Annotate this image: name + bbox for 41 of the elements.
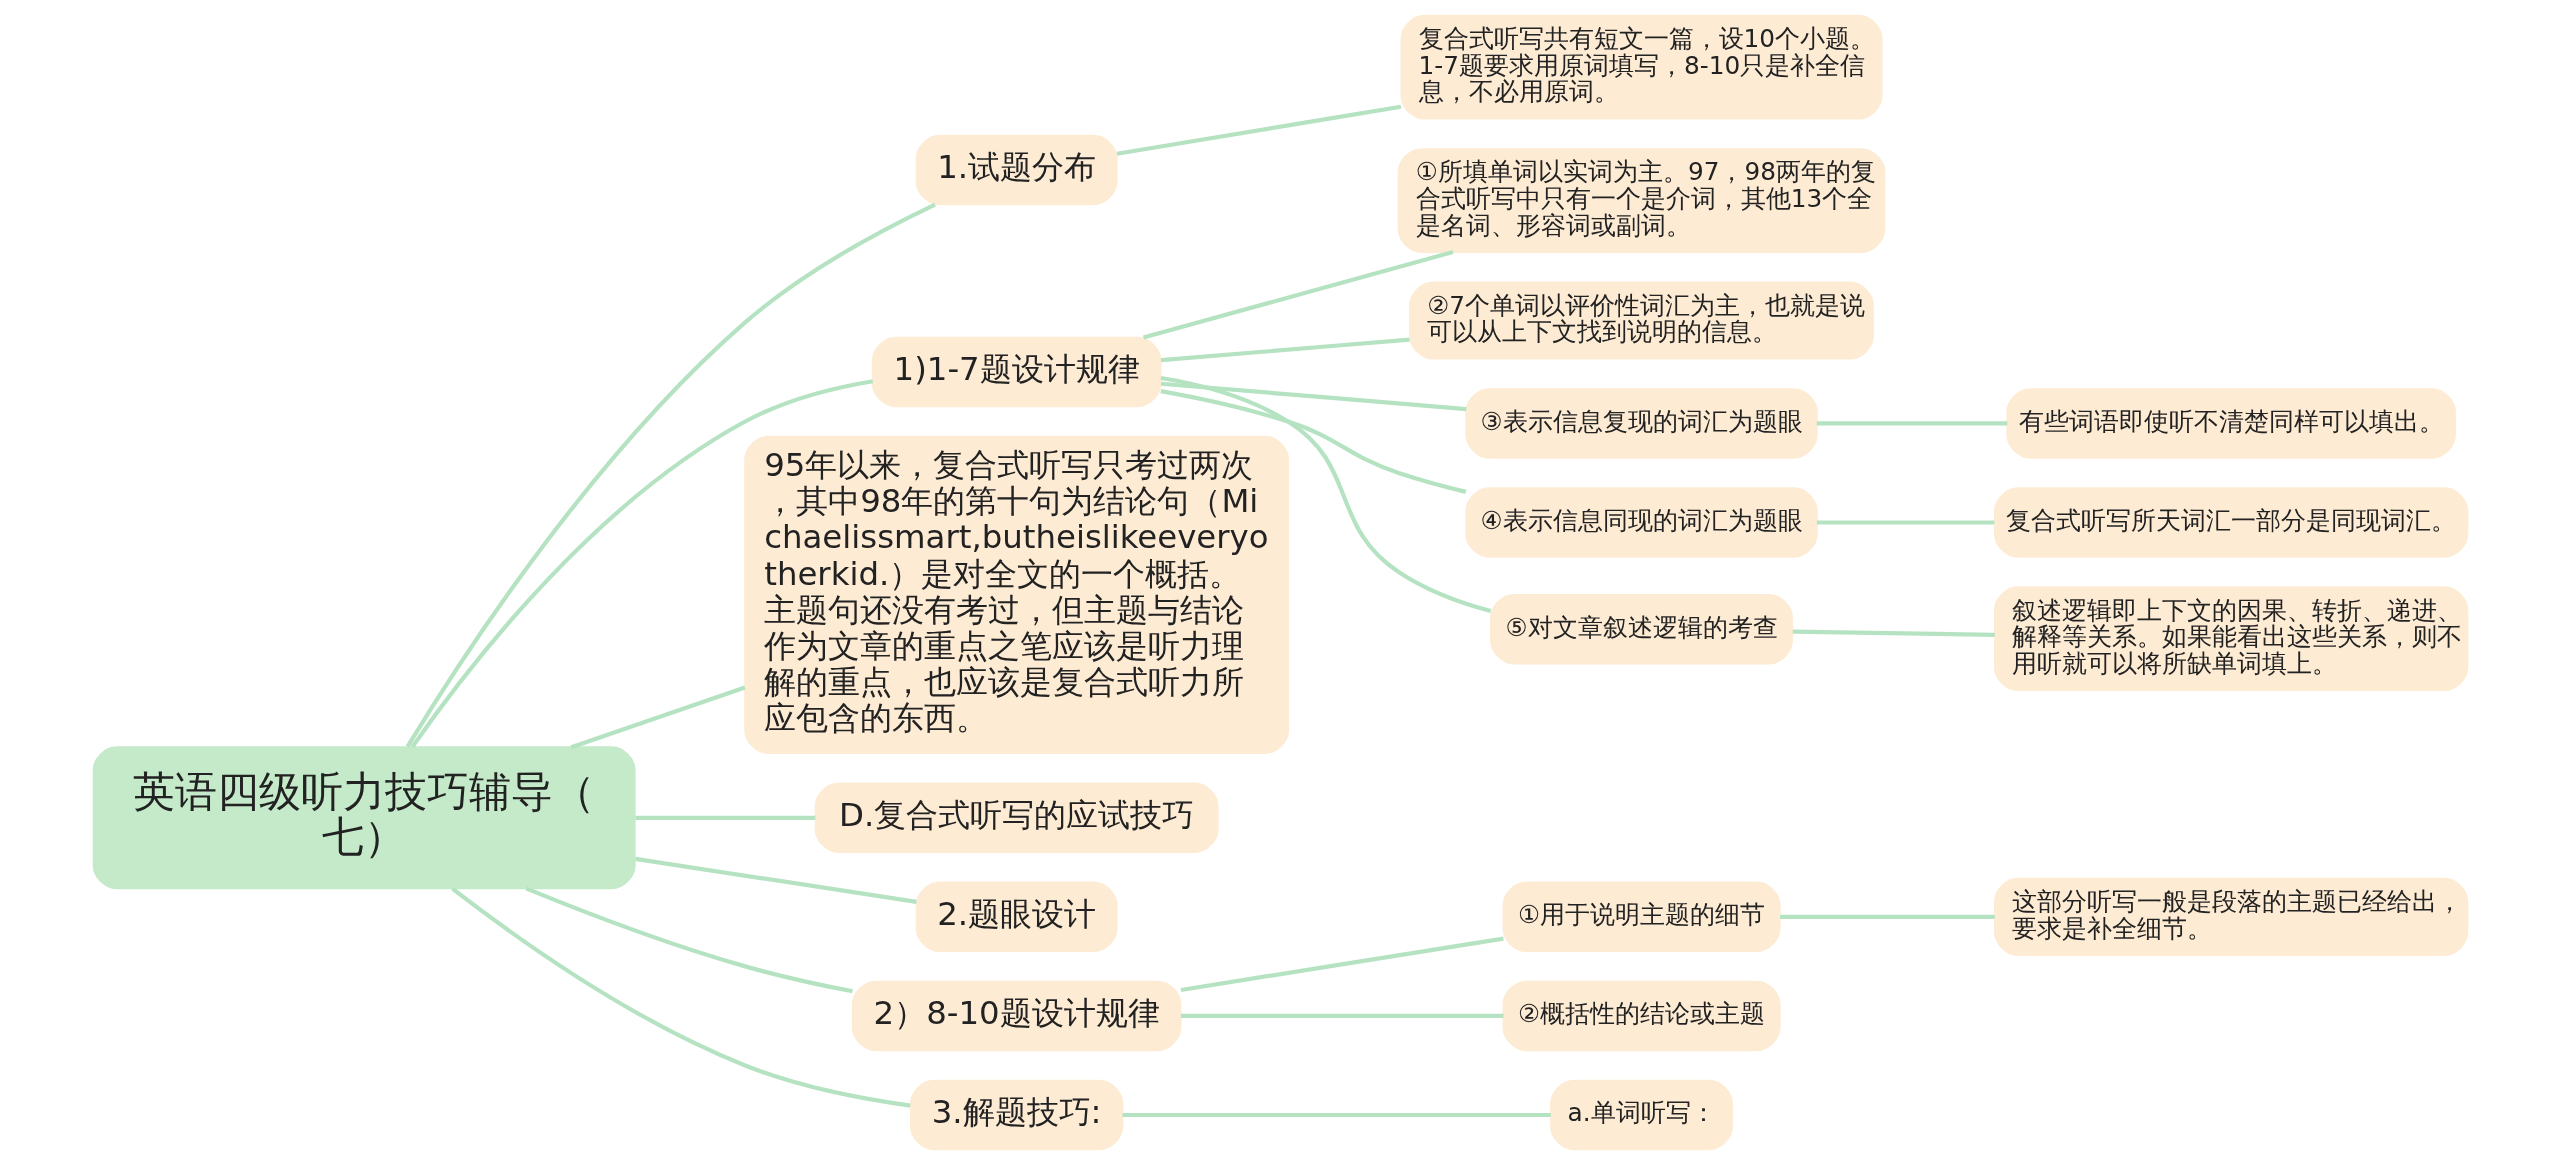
node-box: 复合式听写共有短文一篇，设10个小题。1-7题要求用原词填写，8-10只是补全信息，不必用原词。 <box>1400 14 1882 120</box>
connector <box>1116 104 1401 156</box>
node-box: 叙述逻辑即上下文的因果、转折、递进、解释等关系。如果能看出这些关系，则不用听就可以将所缺单词填上。 <box>1993 586 2468 692</box>
node-box: 复合式听写所天词汇一部分是同现词汇。 <box>1993 487 2468 558</box>
connector <box>570 685 746 750</box>
connector <box>1142 250 1454 340</box>
connector <box>1159 389 1466 494</box>
node-box: ①用于说明主题的细节 <box>1501 881 1781 953</box>
connector <box>1816 421 2007 426</box>
node-box: 2.题眼设计 <box>915 881 1118 953</box>
node-box: D.复合式听写的应试技巧 <box>814 782 1219 854</box>
connector <box>634 856 917 904</box>
connector <box>410 379 873 749</box>
connector <box>635 815 815 820</box>
connector <box>450 886 911 1108</box>
node-box: 这部分听写一般是段落的主题已经给出，要求是补全细节。 <box>1993 877 2468 956</box>
node-box: ③表示信息复现的词汇为题眼 <box>1464 388 1818 459</box>
connector <box>1816 520 1994 525</box>
connector <box>524 886 853 994</box>
node-box: 英语四级听力技巧辅导（七） <box>92 746 636 890</box>
connector <box>1160 337 1410 363</box>
node-box: a.单词听写： <box>1549 1079 1733 1151</box>
connector <box>1160 381 1466 412</box>
node-box: 有些词语即使听不清楚同样可以填出。 <box>2005 388 2456 459</box>
node-box: 1)1-7题设计规律 <box>871 336 1161 408</box>
connector <box>1779 914 1995 919</box>
node-box: 95年以来，复合式听写只考过两次，其中98年的第十句为结论句（Michaelissmart,butheislikeeveryotherkid.）是对全文的一个概括。主题句还没有考过，但主题与结论作为文章的重点之笔应该是听力理解的重点，也应该是复合式听力所应包含的东西。 <box>743 435 1289 754</box>
node-box: ④表示信息同现的词汇为题眼 <box>1464 487 1818 558</box>
node-box: ②7个单词以评价性词汇为主，也就是说可以从上下文找到说明的信息。 <box>1408 281 1874 360</box>
connector <box>1180 1013 1503 1018</box>
node-box: ⑤对文章叙述逻辑的考查 <box>1489 593 1793 665</box>
node-box: 3.解题技巧: <box>909 1079 1123 1151</box>
node-box: ①所填单词以实词为主。97，98两年的复合式听写中只有一个是介词，其他13个全是名词、形容词或副词。 <box>1397 148 1885 253</box>
node-box: ②概括性的结论或主题 <box>1501 980 1781 1052</box>
connector <box>1180 936 1504 993</box>
node-box: 1.试题分布 <box>915 134 1118 206</box>
connector <box>1160 375 1491 614</box>
node-box: 2）8-10题设计规律 <box>851 980 1181 1052</box>
connector <box>405 202 936 748</box>
connector <box>1122 1112 1551 1118</box>
connector <box>1792 629 1995 637</box>
